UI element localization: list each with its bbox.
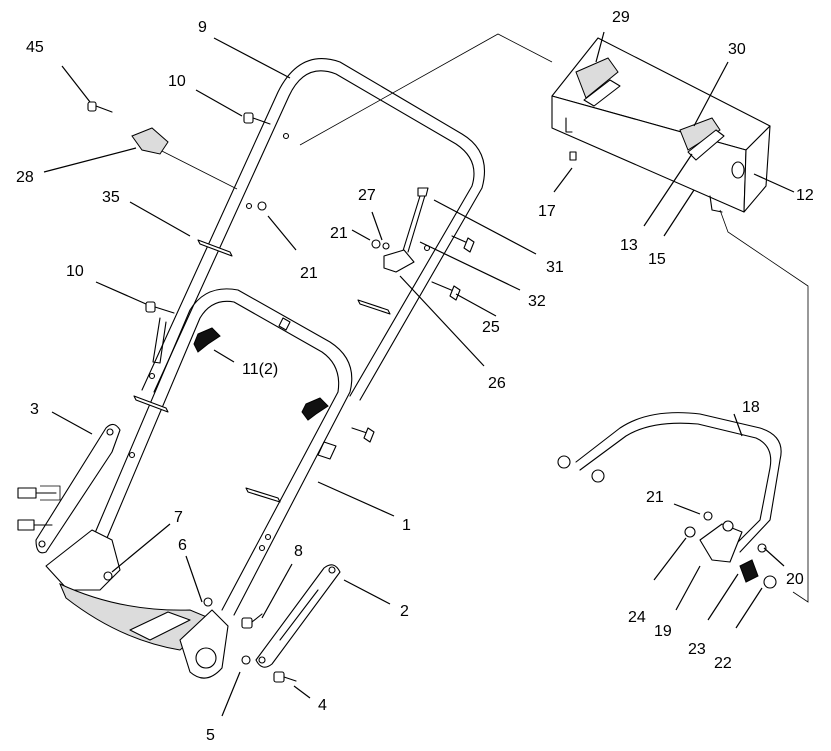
callout-10: 10 [168, 73, 186, 90]
callout-22: 22 [714, 655, 732, 672]
callout-3: 3 [30, 401, 39, 418]
callout-15: 15 [648, 251, 666, 268]
callout-32: 32 [528, 293, 546, 310]
callout-27: 27 [358, 187, 376, 204]
callout-20: 20 [786, 571, 804, 588]
callout-31: 31 [546, 259, 564, 276]
callout-4: 4 [318, 697, 327, 714]
control-box [551, 37, 771, 213]
lower-handle [91, 288, 353, 616]
callout-labels: 45 9 10 28 35 10 3 7 6 5 8 4 2 1 11(2) 2… [16, 9, 814, 744]
callout-21: 21 [646, 489, 664, 506]
callout-21: 21 [330, 225, 348, 242]
leader-lines [43, 31, 795, 717]
callout-6: 6 [178, 537, 187, 554]
callout-13: 13 [620, 237, 638, 254]
callout-28: 28 [16, 169, 34, 186]
callout-7: 7 [174, 509, 183, 526]
bail-assembly [557, 412, 782, 589]
callout-25: 25 [482, 319, 500, 336]
callout-5: 5 [206, 727, 215, 744]
callout-1: 1 [402, 517, 411, 534]
callout-18: 18 [742, 399, 760, 416]
callout-29: 29 [612, 9, 630, 26]
callout-19: 19 [654, 623, 672, 640]
callout-23: 23 [688, 641, 706, 658]
callout-9: 9 [198, 19, 207, 36]
callout-17: 17 [538, 203, 556, 220]
callout-35: 35 [102, 189, 120, 206]
callout-10: 10 [66, 263, 84, 280]
upper-handle [141, 58, 486, 401]
cable-mechanism [371, 187, 429, 273]
callout-30: 30 [728, 41, 746, 58]
callout-2: 2 [400, 603, 409, 620]
callout-21: 21 [300, 265, 318, 282]
callout-11-2: 11(2) [242, 361, 278, 378]
callout-26: 26 [488, 375, 506, 392]
side-plates [35, 423, 341, 668]
callout-45: 45 [26, 39, 44, 56]
callout-24: 24 [628, 609, 646, 626]
callout-12: 12 [796, 187, 814, 204]
callout-8: 8 [294, 543, 303, 560]
mower-deck [17, 485, 297, 683]
hardware [87, 101, 475, 503]
connector-lines [149, 33, 809, 603]
